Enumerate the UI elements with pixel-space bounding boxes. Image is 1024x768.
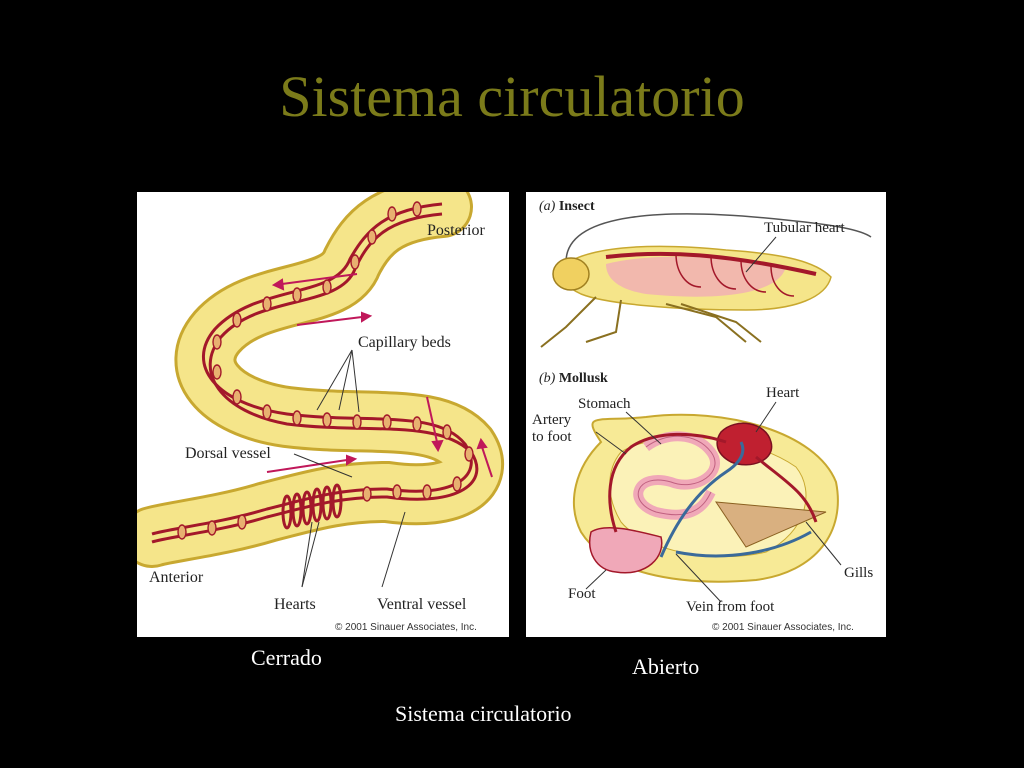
slide-title: Sistema circulatorio [279, 64, 745, 129]
insect-mollusk-illustration [540, 213, 872, 603]
label-hearts: Hearts [274, 596, 316, 613]
copyright-credit: © 2001 Sinauer Associates, Inc. [335, 622, 477, 633]
copyright-credit: © 2001 Sinauer Associates, Inc. [712, 622, 854, 633]
label-vein-from-foot: Vein from foot [686, 599, 775, 615]
label-capillary-beds: Capillary beds [358, 334, 451, 351]
insect-heading: (a) Insect [539, 198, 595, 216]
footer-caption: Sistema circulatorio [395, 701, 572, 726]
label-artery-line1: Artery [532, 412, 572, 428]
label-artery-to-foot: Artery to foot [532, 412, 572, 446]
label-artery-line2: to foot [532, 429, 572, 445]
caption-cerrado: Cerrado [251, 645, 322, 670]
mollusk-letter: (b) [539, 371, 556, 386]
insect-letter: (a) [539, 199, 556, 214]
label-tubular-heart: Tubular heart [764, 220, 845, 236]
label-foot: Foot [568, 586, 596, 602]
mollusk-title: Mollusk [558, 371, 608, 386]
caption-abierto: Abierto [632, 654, 700, 679]
label-dorsal-vessel: Dorsal vessel [185, 445, 271, 462]
label-anterior: Anterior [149, 569, 204, 586]
label-ventral-vessel: Ventral vessel [377, 596, 467, 613]
earthworm-diagram: Posterior Capillary beds Dorsal vessel A… [137, 192, 509, 637]
label-gills: Gills [844, 565, 874, 581]
open-system-diagram: (a) Insect Tubular heart (b) Mollusk Sto… [526, 192, 886, 637]
label-stomach: Stomach [578, 396, 631, 412]
label-posterior: Posterior [427, 222, 485, 239]
mollusk-heading: (b) Mollusk [539, 370, 608, 388]
label-heart: Heart [766, 385, 800, 401]
earthworm-illustration [137, 192, 504, 588]
insect-title: Insect [558, 199, 595, 214]
